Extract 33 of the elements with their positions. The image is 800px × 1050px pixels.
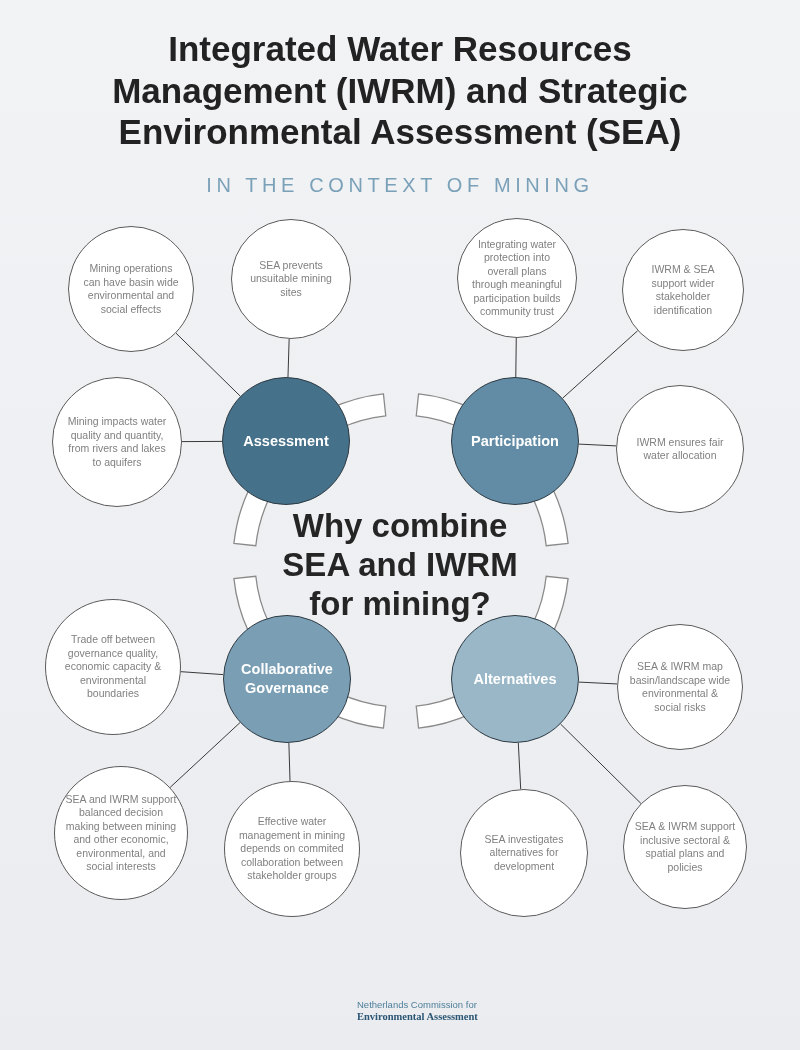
statement-text: SEA prevents unsuitable mining sites bbox=[249, 258, 333, 300]
connector-line bbox=[288, 742, 291, 782]
statement-text: SEA and IWRM support balanced decision making between mining and other economic, environmental, and social interests bbox=[64, 792, 178, 874]
statement-text: Effective water management in mining depends on commited collaboration between stakeholder groups bbox=[237, 815, 347, 883]
topic-label: Alternatives bbox=[472, 669, 558, 689]
statement-text: Mining operations can have basin wide environmental and social effects bbox=[82, 262, 180, 316]
connector-line bbox=[169, 722, 241, 788]
connector-line bbox=[287, 338, 290, 378]
statement-text: IWRM & SEA support wider stakeholder identification bbox=[650, 263, 716, 317]
subtitle: IN THE CONTEXT OF MINING bbox=[205, 173, 595, 198]
statement-text: Trade off between governance quality, economic capacity & environmental boundaries bbox=[63, 633, 163, 701]
organisation-name: Environmental Assessment bbox=[357, 1011, 478, 1023]
central-question: Why combine SEA and IWRM for mining? bbox=[281, 506, 519, 623]
connector-line bbox=[560, 723, 642, 804]
connector-line bbox=[175, 332, 241, 397]
statement-text: SEA & IWRM map basin/landscape wide environmental & social risks bbox=[628, 660, 732, 714]
statement-text: Integrating water protection into overall plans through meaningful participation builds community trust bbox=[471, 237, 563, 319]
topic-label: Participation bbox=[470, 431, 560, 451]
statement-text: SEA investigates alternatives for development bbox=[483, 832, 565, 874]
topic-label: Assessment bbox=[242, 431, 330, 451]
statement-text: Mining impacts water quality and quantity, from rivers and lakes to aquifers bbox=[66, 415, 168, 469]
statement-text: IWRM ensures fair water allocation bbox=[635, 435, 725, 463]
topic-label: Collaborative Governance bbox=[240, 660, 334, 698]
organisation-name: Netherlands Commission for bbox=[357, 999, 477, 1011]
connector-line bbox=[562, 330, 639, 399]
connector-line bbox=[180, 671, 224, 676]
connector-line bbox=[578, 681, 618, 685]
connector-line bbox=[578, 443, 617, 447]
title: Integrated Water Resources Management (IWRM) and Strategic Environmental Assessment (SEA) bbox=[111, 28, 689, 153]
connector-line bbox=[515, 337, 517, 378]
connector-line bbox=[517, 742, 522, 790]
statement-text: SEA & IWRM support inclusive sectoral & spatial plans and policies bbox=[633, 820, 737, 874]
connector-line bbox=[181, 440, 223, 443]
